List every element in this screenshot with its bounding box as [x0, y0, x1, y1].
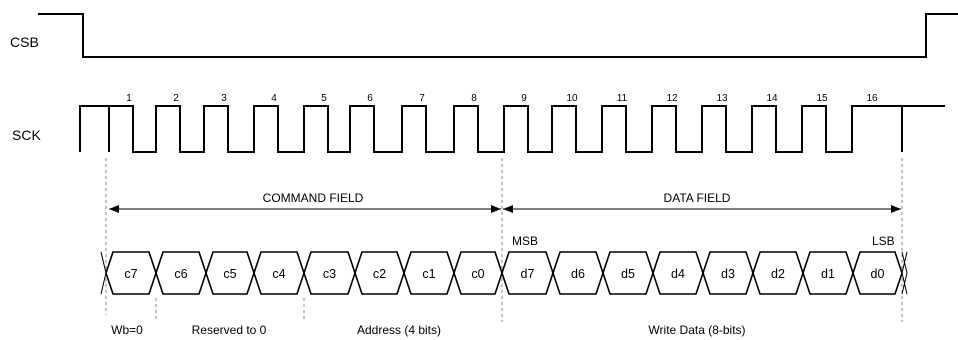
bit-labels: c7 c6 c5 c4 c3 c2 c1 c0 d7 d6 d5 d4 d3 d2 d1 d0 [124, 267, 884, 281]
clock-number: 4 [271, 93, 277, 104]
sck-waveform [79, 105, 945, 153]
data-field-label: DATA FIELD [664, 191, 731, 205]
sck-waveform-group [79, 105, 945, 153]
clock-number: 1 [126, 93, 132, 104]
bit-label: d7 [521, 267, 535, 281]
bit-label: d5 [621, 267, 635, 281]
clock-number: 11 [617, 93, 628, 104]
bit-label: d3 [721, 267, 735, 281]
write-data-label: Write Data (8-bits) [648, 323, 745, 337]
bit-label: c5 [223, 267, 236, 281]
bit-label: c3 [323, 267, 336, 281]
bus-cross [901, 251, 908, 274]
guide-lines [105, 158, 903, 322]
address-label: Address (4 bits) [357, 323, 441, 337]
command-field-label: COMMAND FIELD [263, 191, 364, 205]
clock-number: 6 [367, 93, 373, 104]
bus-cross [100, 251, 107, 274]
bit-label: c1 [422, 267, 435, 281]
bit-label: c0 [471, 267, 484, 281]
bit-label: c6 [174, 267, 187, 281]
bit-label: c7 [124, 267, 137, 281]
csb-waveform [38, 13, 958, 58]
clock-number: 9 [521, 93, 527, 104]
lsb-label: LSB [872, 234, 895, 248]
clock-number: 15 [816, 93, 828, 104]
command-arrow-left-head [109, 205, 119, 213]
wb-label: Wb=0 [111, 323, 143, 337]
sck-label: SCK [12, 127, 41, 143]
msb-label: MSB [512, 234, 538, 248]
bit-label: d0 [871, 267, 885, 281]
data-arrow-right-head [891, 205, 901, 213]
reserved-label: Reserved to 0 [192, 323, 267, 337]
clock-number: 14 [766, 93, 778, 104]
bit-label: d2 [771, 267, 785, 281]
bit-label: d1 [821, 267, 835, 281]
bit-label: c2 [373, 267, 386, 281]
clock-number: 13 [716, 93, 728, 104]
clock-number: 5 [321, 93, 327, 104]
bit-label: d4 [671, 267, 685, 281]
bit-label: c4 [272, 267, 285, 281]
data-arrow-left-head [503, 205, 513, 213]
clock-number: 16 [866, 93, 878, 104]
csb-label: CSB [10, 34, 39, 50]
data-bus [100, 251, 908, 295]
command-arrow-right-head [491, 205, 501, 213]
clock-number: 8 [471, 93, 477, 104]
clock-number: 2 [173, 93, 179, 104]
clock-number: 3 [221, 93, 227, 104]
bit-label: d6 [571, 267, 585, 281]
bus-cross [901, 272, 908, 295]
clock-number: 10 [566, 93, 578, 104]
clock-number: 12 [666, 93, 678, 104]
bus-cross [100, 272, 107, 295]
clock-number: 7 [419, 93, 425, 104]
